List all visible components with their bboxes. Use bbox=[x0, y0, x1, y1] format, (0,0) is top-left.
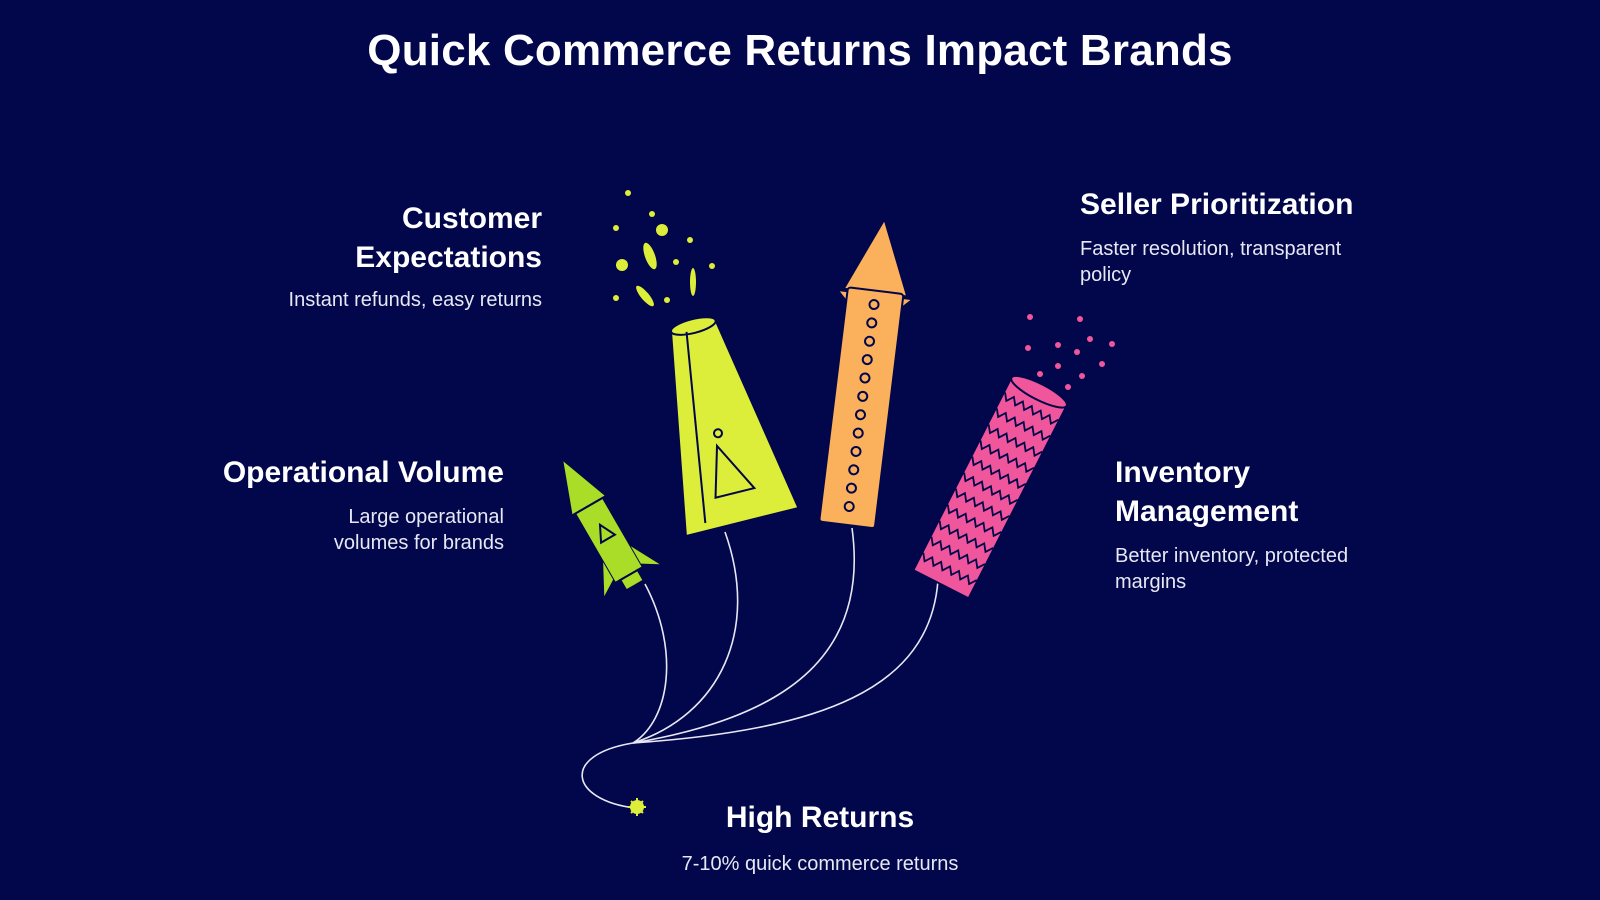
seller-prioritization-description: Faster resolution, transparent policy bbox=[1080, 238, 1342, 286]
zigzag-stripe bbox=[971, 456, 1027, 490]
yellow-sparks bbox=[613, 190, 715, 307]
zigzag-stripe bbox=[995, 408, 1051, 442]
customer-expectations-title: Customer Expectations bbox=[355, 202, 542, 274]
pink-sparks bbox=[1025, 314, 1115, 390]
zigzag-stripe bbox=[938, 520, 994, 554]
fuse-to-pink-firecracker bbox=[632, 579, 939, 744]
label-seller-prioritization: Seller Prioritization Faster resolution,… bbox=[1080, 185, 1400, 288]
fuse-tail bbox=[581, 742, 636, 809]
lime-rocket-icon bbox=[560, 456, 660, 597]
label-high-returns: High Returns 7-10% quick commerce return… bbox=[600, 798, 1040, 877]
rocket-dot bbox=[864, 335, 876, 347]
rocket-dot bbox=[857, 390, 869, 402]
fuse-to-orange-rocket bbox=[632, 527, 856, 744]
seller-prioritization-title: Seller Prioritization bbox=[1080, 188, 1354, 221]
zigzag-stripe bbox=[963, 472, 1019, 506]
rocket-dot bbox=[854, 409, 866, 421]
rocket-dot bbox=[852, 427, 864, 439]
page-title: Quick Commerce Returns Impact Brands bbox=[367, 26, 1233, 75]
operational-volume-description: Large operational volumes for brands bbox=[333, 506, 504, 554]
zigzag-stripe bbox=[946, 504, 1002, 538]
rocket-dot bbox=[868, 299, 880, 311]
rocket-dot bbox=[866, 317, 878, 329]
fuse-lines bbox=[581, 527, 939, 809]
orange-rocket-icon bbox=[818, 216, 916, 529]
high-returns-title: High Returns bbox=[725, 801, 915, 834]
zigzag-stripe bbox=[922, 552, 978, 586]
high-returns-description: 7-10% quick commerce returns bbox=[681, 853, 959, 875]
rocket-dot bbox=[850, 445, 862, 457]
yellow-cone-icon bbox=[669, 316, 800, 538]
zigzag-stripe bbox=[1004, 392, 1059, 425]
zigzag-stripe bbox=[955, 488, 1010, 522]
customer-expectations-description: Instant refunds, easy returns bbox=[288, 289, 542, 311]
zigzag-stripe bbox=[979, 440, 1035, 474]
zigzag-stripe bbox=[930, 536, 986, 570]
inventory-management-description: Better inventory, protected margins bbox=[1115, 545, 1349, 593]
rocket-dot bbox=[843, 501, 855, 513]
rocket-dot bbox=[859, 372, 871, 384]
rocket-dot bbox=[848, 464, 860, 476]
fuse-to-yellow-cone bbox=[632, 531, 739, 744]
fuse-to-lime-rocket bbox=[632, 583, 668, 744]
rocket-dot bbox=[845, 482, 857, 494]
operational-volume-title: Operational Volume bbox=[222, 456, 504, 489]
inventory-management-title: Inventory Management bbox=[1115, 456, 1299, 528]
label-operational-volume: Operational Volume Large operational vol… bbox=[150, 453, 504, 556]
zigzag-stripe bbox=[987, 424, 1043, 458]
pink-firecracker-icon bbox=[912, 374, 1068, 600]
label-inventory-management: Inventory Management Better inventory, p… bbox=[1115, 453, 1405, 595]
label-customer-expectations: Customer Expectations Instant refunds, e… bbox=[240, 199, 542, 313]
spark-icon bbox=[628, 798, 646, 816]
rocket-dot bbox=[861, 354, 873, 366]
